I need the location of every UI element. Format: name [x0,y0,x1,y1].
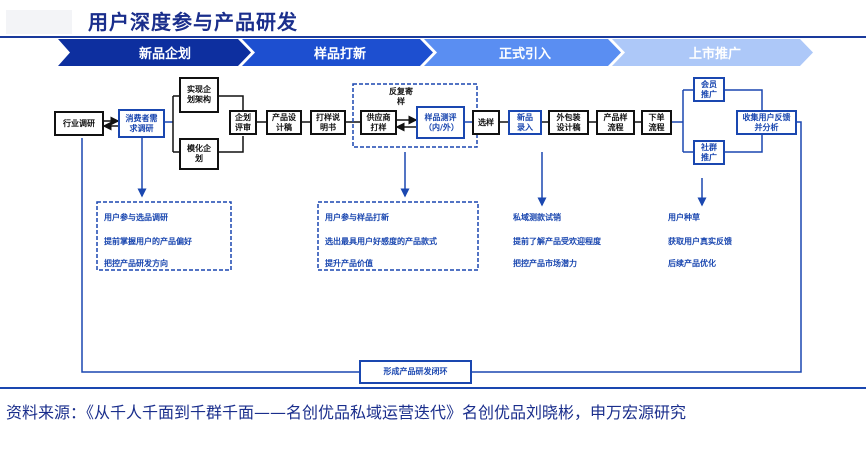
node-product-sample-flow: 产品样流程 [596,110,635,135]
flow-connectors [0,83,866,389]
phase-banner: 新品企划 样品打新 正式引入 上市推广 [0,39,866,66]
planning-notes-frame [96,201,232,271]
phase-promotion: 上市推广 [688,47,741,62]
phase-sampling: 样品打新 [313,47,366,62]
phase-arrow-3-fill [424,39,621,66]
phase-arrows [0,39,813,66]
note-planning-2: 提前掌握用户的产品偏好 [104,237,192,246]
source-citation: 资料来源：《从千人千面到千群千面——名创优品私域运营迭代》名创优品刘晓彬，申万宏… [6,403,687,422]
sampling-notes-frame [317,201,479,271]
phase-arrow-2-fill [242,39,433,66]
phase-arrow-1-fill [58,39,251,66]
node-sample-select: 选样 [472,110,500,135]
node-supplier-proof: 供应商打样 [360,110,397,135]
note-sampling-3: 提升产品价值 [325,259,373,268]
note-planning-1: 用户参与选品调研 [104,213,168,222]
phase-planning: 新品企划 [138,47,191,62]
note-promotion-2: 获取用户真实反馈 [668,237,732,246]
feedback-loop-line [472,121,802,373]
phase-arrow-4-fill [612,39,813,66]
node-realize-plan: 实现企划架构 [179,77,219,113]
note-sampling-2: 选出最具用户好感度的产品款式 [325,237,437,246]
node-theme-plan: 模化企划 [179,138,219,170]
node-feedback-analysis: 收集用户反馈并分析 [736,110,797,135]
note-promotion-1: 用户种草 [668,213,700,222]
node-member-promo: 会员推广 [693,77,725,102]
note-introduction-3: 把控产品市场潜力 [513,259,577,268]
title-divider [0,36,866,38]
node-order-flow: 下单流程 [641,110,672,135]
sampling-dashed-group [352,83,478,148]
node-plan-review: 企划评审 [229,110,257,135]
node-product-design: 产品设计稿 [266,110,302,135]
label-repeat-sample: 反复寄样 [389,87,413,106]
node-product-cycle: 形成产品研发闭环 [359,360,472,384]
page-title: 用户深度参与产品研发 [88,10,298,34]
phase-introduction: 正式引入 [498,47,551,62]
figure-header: 用户深度参与产品研发 [0,0,866,38]
note-promotion-3: 后续产品优化 [668,259,716,268]
node-consumer-research: 消费者需求调研 [118,109,165,138]
figure-label [6,10,72,34]
node-proof-manual: 打样说明书 [310,110,346,135]
node-community-promo: 社群推广 [693,140,725,165]
node-industry-research: 行业调研 [54,111,104,136]
node-sample-review: 样品测评（内/外） [416,106,465,139]
note-introduction-2: 提前了解产品受欢迎程度 [513,237,601,246]
note-sampling-1: 用户参与样品打新 [325,213,389,222]
node-new-product-entry: 新品录入 [508,110,542,135]
note-planning-3: 把控产品研发方向 [104,259,168,268]
node-package-design: 外包装设计稿 [548,110,589,135]
note-introduction-1: 私域测款试销 [513,213,561,222]
